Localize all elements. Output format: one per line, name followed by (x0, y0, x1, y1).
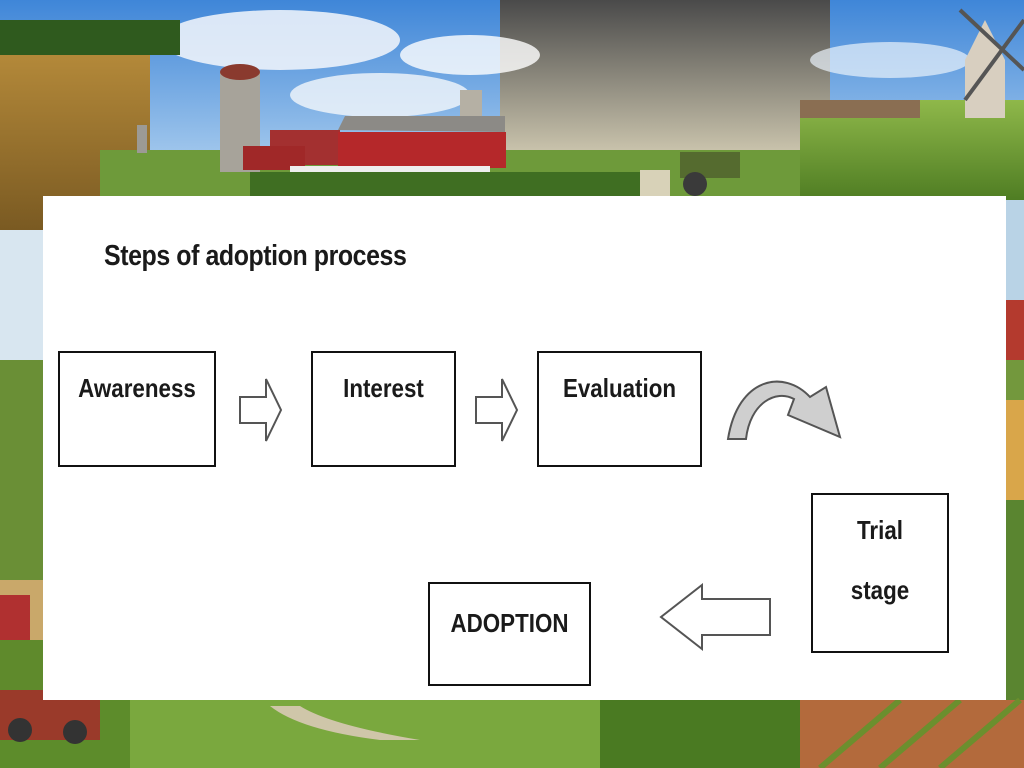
curved-arrow-icon (726, 380, 842, 440)
step-trial-label-line1: Trial (856, 515, 903, 545)
step-awareness-label: Awareness (78, 373, 196, 403)
step-evaluation-box: Evaluation (537, 351, 702, 467)
step-adoption-box: ADOPTION (428, 582, 591, 686)
step-interest-box: Interest (311, 351, 456, 467)
right-arrow-icon (475, 378, 519, 442)
step-adoption-label: ADOPTION (450, 608, 569, 638)
step-evaluation-label: Evaluation (562, 373, 677, 403)
diagram-panel: Steps of adoption process Awareness Inte… (43, 196, 1006, 700)
step-interest-label: Interest (343, 373, 424, 403)
left-arrow-icon (659, 583, 771, 652)
diagram-title: Steps of adoption process (104, 240, 407, 272)
right-arrow-icon (239, 378, 283, 442)
step-trial-label-line2: stage (850, 575, 910, 605)
step-trial-box: Trial stage (811, 493, 949, 653)
step-awareness-box: Awareness (58, 351, 216, 467)
